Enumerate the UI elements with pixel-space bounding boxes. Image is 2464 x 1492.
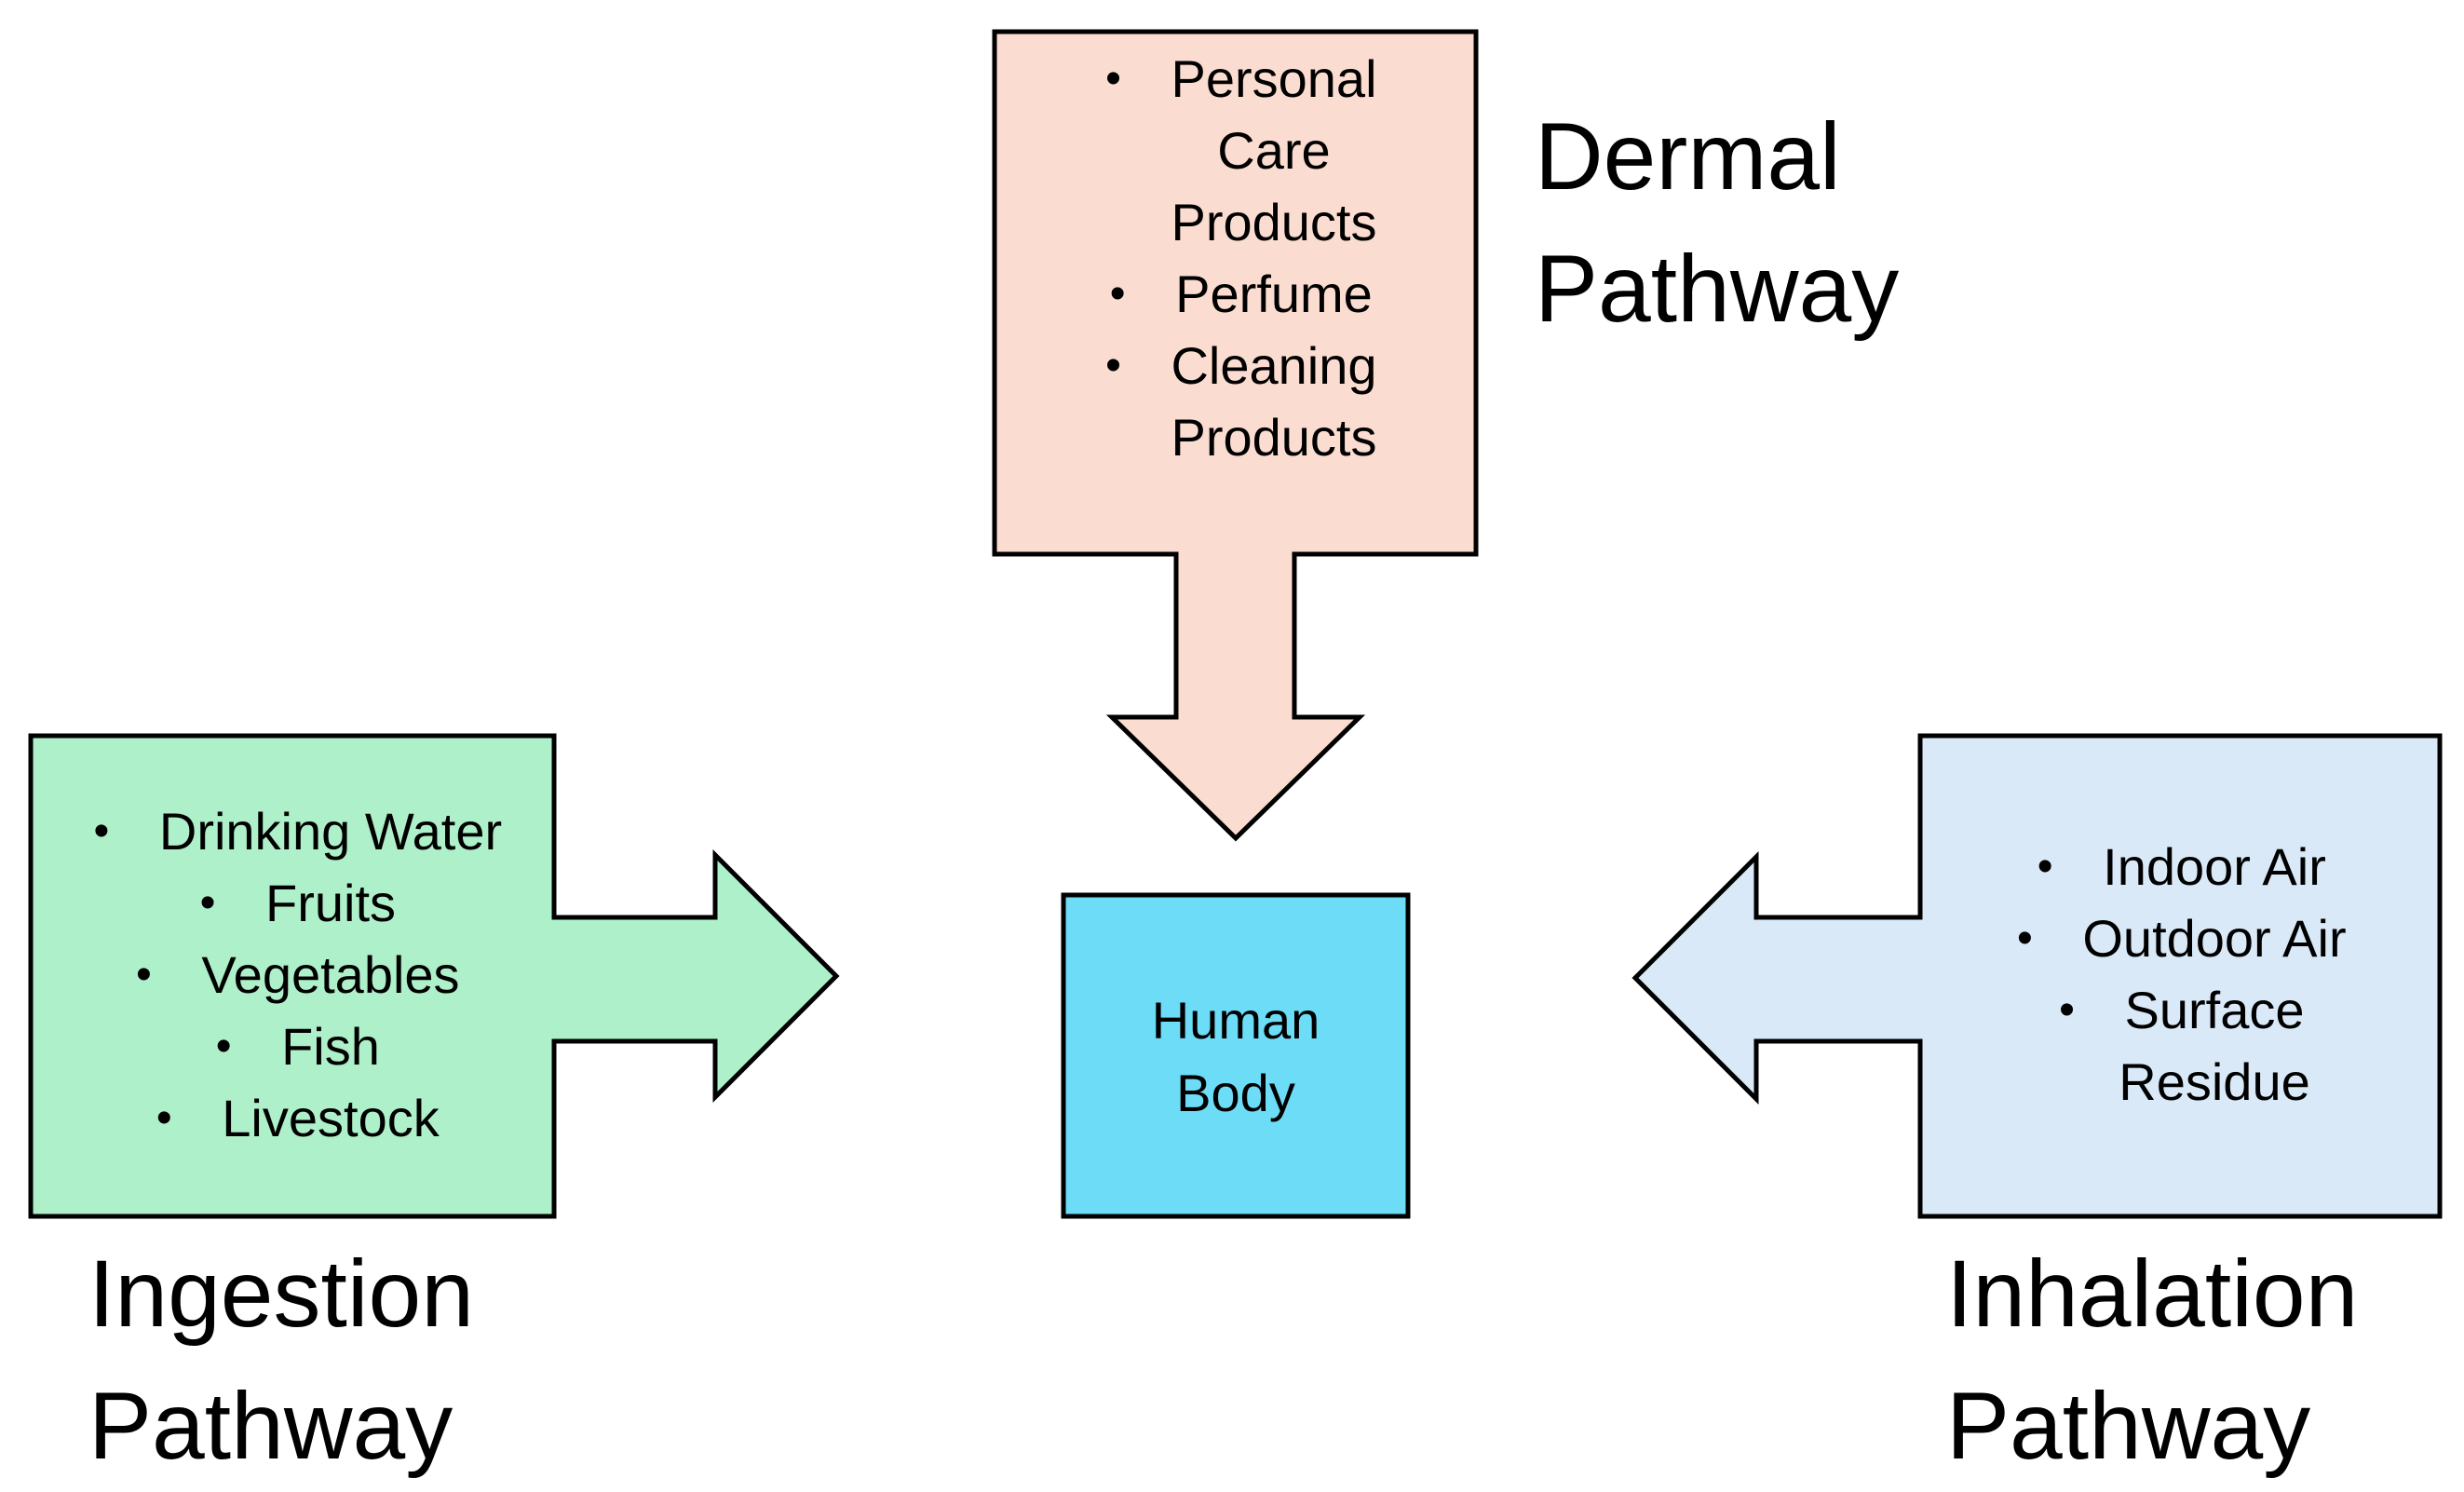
human-body-label-line2: Body <box>1176 1064 1295 1122</box>
ingestion-item-1-bullet-icon: • <box>200 878 216 928</box>
inhalation-item-0-bullet-icon: • <box>2038 842 2053 891</box>
human-body-label-line1: Human <box>1152 991 1320 1050</box>
ingestion-item-1-line-0: Fruits <box>265 874 396 932</box>
ingestion-item-3-bullet-icon: • <box>216 1022 232 1071</box>
inhalation-item-2-line-0: Surface <box>2125 981 2305 1039</box>
inhalation-item-1-bullet-icon: • <box>2017 914 2033 963</box>
ingestion-item-4-line-0: Livestock <box>222 1089 440 1147</box>
dermal-pathway-label-line1: Dermal <box>1535 103 1841 210</box>
ingestion-item-4-bullet-icon: • <box>156 1093 172 1143</box>
dermal-pathway-label-line2: Pathway <box>1535 236 1899 342</box>
inhalation-sources-list: Indoor Air•Outdoor Air•Surface•Residue <box>2017 837 2347 1111</box>
inhalation-item-0-line-0: Indoor Air <box>2103 837 2326 896</box>
ingestion-item-2-line-0: Vegetables <box>201 945 459 1004</box>
inhalation-pathway-label-line1: Inhalation <box>1946 1241 2358 1347</box>
dermal-source-arrow <box>992 29 1479 842</box>
ingestion-source-arrow <box>28 733 840 1219</box>
ingestion-item-0-line-0: Drinking Water <box>159 802 502 861</box>
inhalation-source-arrow <box>1631 733 2443 1219</box>
dermal-item-0-line-1: Care <box>1217 121 1330 180</box>
ingestion-item-0-bullet-icon: • <box>93 807 109 856</box>
inhalation-item-2-bullet-icon: • <box>2059 985 2075 1035</box>
dermal-item-1-bullet-icon: • <box>1110 269 1126 319</box>
dermal-item-0-line-0: Personal <box>1171 49 1376 108</box>
ingestion-pathway-label-line2: Pathway <box>88 1373 453 1479</box>
dermal-item-2-line-1: Products <box>1171 408 1377 467</box>
ingestion-pathway-label-line1: Ingestion <box>88 1241 474 1347</box>
ingestion-sources-list: Drinking Water • Fruits • Vegetables • Fish • Li… <box>93 802 502 1147</box>
dermal-item-2-line-0: Cleaning <box>1171 336 1376 395</box>
dermal-item-2-bullet-icon: • <box>1105 341 1121 390</box>
ingestion-item-2-bullet-icon: • <box>136 950 152 999</box>
human-body-box <box>1061 892 1411 1219</box>
dermal-item-1-line-0: Perfume <box>1175 264 1373 323</box>
ingestion-item-3-line-0: Fish <box>281 1017 380 1076</box>
inhalation-pathway-label-line2: Pathway <box>1946 1373 2310 1479</box>
dermal-item-0-line-2: Products <box>1171 193 1377 251</box>
dermal-sources-list: Personal•CareProductsPerfume•Cleaning•Pr… <box>1105 49 1376 467</box>
inhalation-item-2-line-1: Residue <box>2119 1052 2309 1111</box>
inhalation-item-1-line-0: Outdoor Air <box>2082 909 2346 968</box>
dermal-item-0-bullet-icon: • <box>1105 54 1121 103</box>
